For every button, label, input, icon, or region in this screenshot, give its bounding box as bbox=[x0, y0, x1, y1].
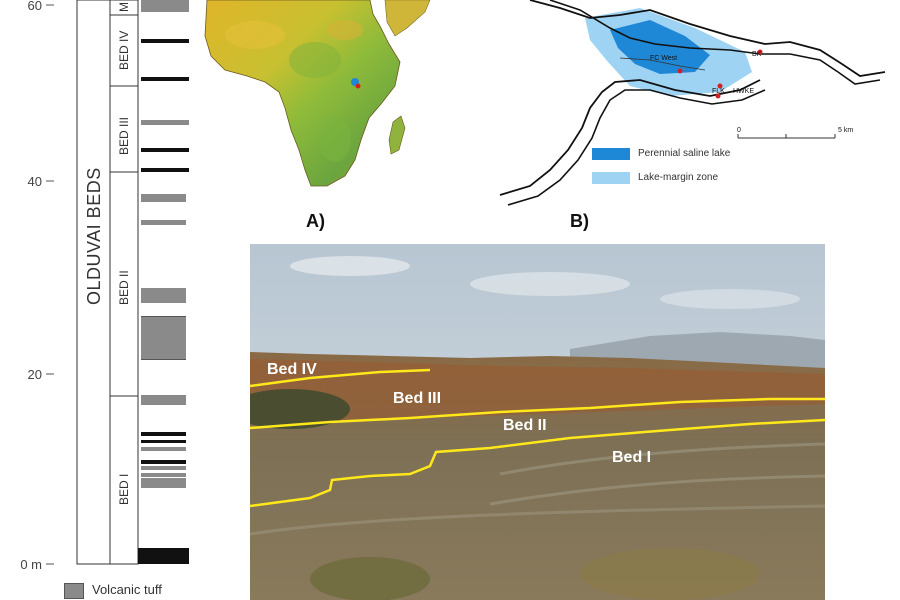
axis-tick-40: 40 bbox=[27, 174, 42, 189]
column-frame bbox=[46, 0, 189, 565]
scale-start: 0 bbox=[737, 127, 741, 134]
tuff-layer bbox=[141, 440, 186, 443]
photo-label-bed-iv: Bed IV bbox=[267, 361, 317, 378]
bed-label-partial: M bbox=[117, 2, 131, 12]
site-label-fc-west: FC West bbox=[650, 55, 678, 62]
bed-label-ii: BED II bbox=[117, 270, 131, 305]
tuff-layer bbox=[141, 220, 186, 225]
tuff-legend-swatch bbox=[64, 583, 84, 599]
column-title: OLDUVAI BEDS bbox=[84, 167, 104, 305]
tuff-layer bbox=[141, 39, 189, 43]
axis-tick-0: 0 m bbox=[20, 557, 42, 572]
tuff-layer bbox=[141, 316, 186, 360]
tuff-layer bbox=[141, 460, 186, 464]
panel-label-b: B) bbox=[570, 211, 589, 231]
tuff-layer bbox=[141, 395, 186, 405]
photo-label-bed-i: Bed I bbox=[612, 449, 652, 466]
tuff-layer bbox=[141, 168, 189, 172]
tuff-layer bbox=[141, 473, 186, 477]
tuff-layer bbox=[141, 194, 186, 202]
tuff-layer bbox=[141, 447, 186, 451]
site-label-hwke: HWKE bbox=[733, 88, 754, 95]
tuff-legend-label: Volcanic tuff bbox=[92, 582, 162, 597]
bed-label-iii: BED III bbox=[117, 116, 131, 155]
axis-tick-60: 60 bbox=[27, 0, 42, 13]
photo-label-bed-iii: Bed III bbox=[393, 390, 442, 407]
gorge-photo-image bbox=[250, 244, 825, 600]
bed-label-iv: BED IV bbox=[117, 30, 131, 70]
tuff-layer bbox=[141, 120, 189, 125]
bed-label-i: BED I bbox=[117, 473, 131, 505]
legend-lake-margin: Lake-margin zone bbox=[638, 172, 719, 183]
photo-label-bed-ii: Bed II bbox=[503, 417, 547, 434]
tuff-layer bbox=[141, 288, 186, 303]
axis-tick-20: 20 bbox=[27, 367, 42, 382]
site-label-flk: FLK bbox=[712, 88, 725, 95]
tuff-layer bbox=[141, 77, 189, 81]
tuff-layer bbox=[141, 148, 189, 152]
tuff-layer bbox=[141, 478, 186, 488]
lake-map bbox=[499, 0, 886, 206]
site-label-bk: BK bbox=[752, 51, 762, 58]
tuff-layer bbox=[141, 432, 186, 436]
africa-map bbox=[204, 0, 431, 187]
legend-saline-lake: Perennial saline lake bbox=[638, 148, 731, 159]
tuff-layer bbox=[141, 466, 186, 470]
scale-end: 5 km bbox=[838, 127, 854, 134]
tuff-layer bbox=[141, 0, 189, 12]
panel-label-a: A) bbox=[306, 211, 325, 231]
